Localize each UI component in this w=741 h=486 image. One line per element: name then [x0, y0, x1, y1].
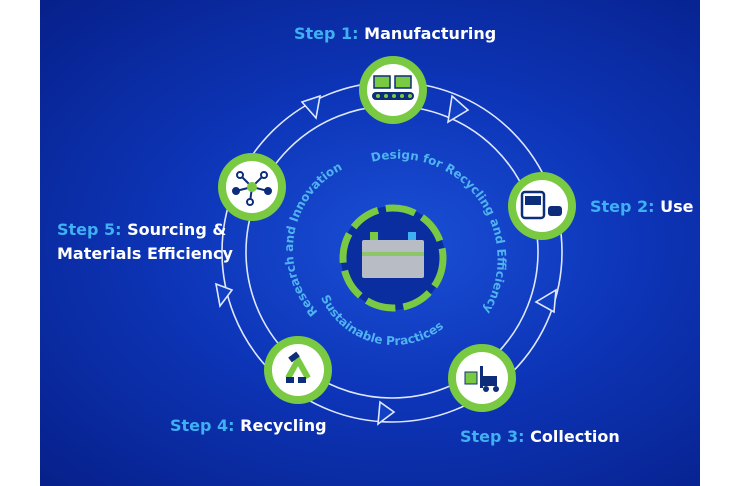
- step3-label: Step 3: Collection: [460, 425, 620, 449]
- step2-number: Step 2:: [590, 197, 655, 216]
- step4-number: Step 4:: [170, 416, 235, 435]
- step1-node: [359, 56, 427, 124]
- bus-car-icon: [520, 190, 562, 220]
- recycle-icon: [285, 351, 311, 383]
- step4-label: Step 4: Recycling: [170, 414, 327, 438]
- step4-node: [264, 336, 332, 404]
- step5-node: [218, 153, 286, 221]
- step5-number: Step 5:: [57, 220, 122, 239]
- cycle-arrow-heads: [214, 94, 557, 426]
- battery-icon: [339, 204, 447, 312]
- conveyor-belt-icon: [372, 75, 414, 100]
- step5-name-line2: Materials Efficiency: [57, 244, 233, 263]
- forklift-icon: [464, 366, 499, 392]
- step4-name: Recycling: [240, 416, 327, 435]
- svg-text:Research and Innovation: Research and Innovation: [282, 159, 344, 319]
- step2-name: Use: [660, 197, 694, 216]
- step2-label: Step 2: Use: [590, 195, 694, 219]
- step1-name: Manufacturing: [364, 24, 497, 43]
- step1-number: Step 1:: [294, 24, 359, 43]
- step3-number: Step 3:: [460, 427, 525, 446]
- step2-node: [508, 172, 576, 240]
- step3-name: Collection: [530, 427, 620, 446]
- step3-node: [448, 344, 516, 412]
- research-innovation-label: Research and Innovation: [282, 159, 344, 319]
- step1-label: Step 1: Manufacturing: [294, 22, 496, 46]
- step5-name: Sourcing &: [127, 220, 227, 239]
- molecule-network-icon: [232, 171, 272, 206]
- step5-label: Step 5: Sourcing & Materials Efficiency: [57, 218, 233, 266]
